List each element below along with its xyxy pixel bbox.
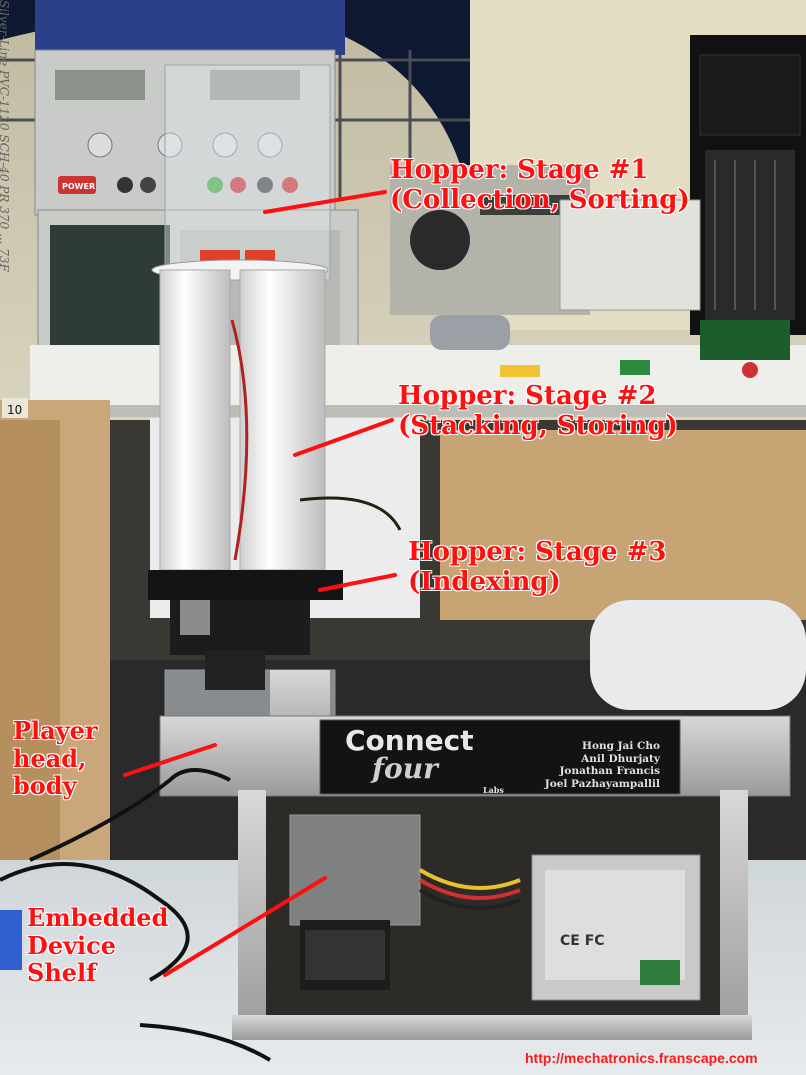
blue-box <box>0 910 22 970</box>
hopper-stage-1 <box>164 64 331 281</box>
bench-tag-number: 10 <box>7 403 22 417</box>
small-parts-on-shelf <box>430 315 790 378</box>
stage-3-title: Hopper: Stage #3 <box>408 537 667 567</box>
stage-2-desc: (Stacking, Storing) <box>398 410 678 441</box>
stage-2-title: Hopper: Stage #2 <box>398 381 657 411</box>
bench-power-supply <box>34 0 345 216</box>
team-name-1: Hong Jai Cho <box>582 740 660 752</box>
power-button-label: POWER <box>62 182 95 191</box>
stage-3-label: Hopper: Stage #3 (Indexing) <box>408 537 667 598</box>
pointer-stage-3 <box>318 573 397 592</box>
pvc-print: Silver-Line PVC-1120 SCH-40 PR 370 ... 7… <box>0 0 11 273</box>
embedded-device-shelf <box>289 814 521 990</box>
stage-1-label: Hopper: Stage #1 (Collection, Sorting) <box>390 155 690 216</box>
player-line-1: Player <box>13 716 98 745</box>
hopper-stage-2 <box>151 259 402 571</box>
bench-shelf <box>30 345 806 415</box>
wood-panel-right <box>440 430 806 620</box>
shelf-line-2: Device <box>27 930 117 960</box>
nameplate-mark: Labs <box>483 785 504 795</box>
team-name-4: Joel Pazhayampallil <box>544 777 660 790</box>
player-line-3: body <box>13 771 77 801</box>
atx-power-supply <box>531 854 701 1001</box>
player-label: Player head, body <box>13 717 98 800</box>
plastic-bag <box>590 600 806 710</box>
player-line-2: head, <box>13 743 87 773</box>
pointer-shelf <box>163 876 327 977</box>
floor-cables <box>0 768 272 1062</box>
team-name-2: Anil Dhurjaty <box>581 752 660 765</box>
pointer-stage-2 <box>293 418 394 457</box>
shelf-line-1: Embedded <box>27 903 169 932</box>
computer-tower <box>690 35 806 335</box>
shelf-label: Embedded Device Shelf <box>27 904 168 987</box>
stage-1-desc: (Collection, Sorting) <box>390 184 690 215</box>
stage-3-desc: (Indexing) <box>408 566 561 597</box>
nameplate-title: Connect <box>345 724 474 757</box>
bench-tag <box>2 398 28 418</box>
watermark-url: http://mechatronics.franscape.com <box>525 1050 758 1066</box>
nameplate <box>319 719 681 795</box>
shelf-line-3: Shelf <box>27 958 97 988</box>
stage-2-label: Hopper: Stage #2 (Stacking, Storing) <box>398 381 678 442</box>
stage-1-title: Hopper: Stage #1 <box>390 155 649 185</box>
annotation-lines <box>123 190 397 977</box>
pointer-player <box>123 743 217 777</box>
psu-marks: CE FC <box>560 933 605 949</box>
team-names: Hong Jai Cho Anil Dhurjaty Jonathan Fran… <box>520 740 660 790</box>
hopper-stage-3 <box>148 570 343 655</box>
pointer-stage-1 <box>263 190 387 214</box>
nameplate-subtitle: four <box>372 752 438 785</box>
bench-instruments-right <box>390 165 701 315</box>
team-name-3: Jonathan Francis <box>559 765 660 777</box>
